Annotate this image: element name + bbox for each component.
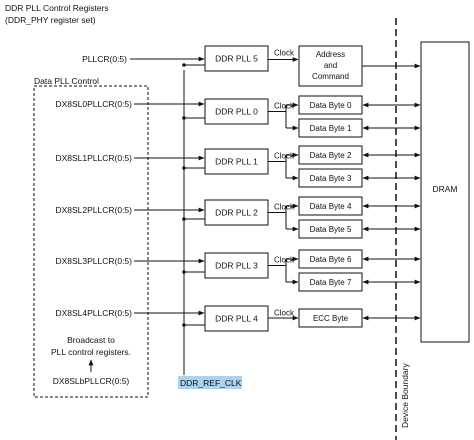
clock-label: Clock (274, 203, 295, 212)
clock-label: Clock (274, 152, 295, 161)
broadcast-text-1: Broadcast to (67, 335, 115, 345)
clock-label: Clock (274, 102, 295, 111)
data-byte-box (298, 196, 363, 216)
register-label-1: DX8SL1PLLCR(0:5) (55, 153, 132, 163)
pll-box (204, 199, 269, 226)
address-command-label: Address (316, 50, 345, 59)
pll-box (204, 148, 269, 175)
data-byte-box (298, 219, 363, 239)
address-command-label: Command (312, 72, 349, 81)
data-byte-label: Data Byte 4 (310, 202, 352, 211)
data-byte-label: Data Byte 6 (310, 255, 352, 264)
broadcast-text-2: PLL control registers. (51, 347, 131, 357)
pll-box (204, 45, 269, 72)
pllcr-label: PLLCR(0:5) (82, 54, 127, 64)
pll-row-2: DDR PLL 1 Clock Data Byte 2 Data Byte 3 (182, 145, 421, 188)
pll-name: DDR PLL 3 (215, 261, 258, 271)
data-byte-box (298, 145, 363, 165)
pll-name: DDR PLL 5 (215, 54, 258, 64)
clock-label: Clock (274, 309, 295, 318)
dram-label: DRAM (432, 184, 457, 194)
data-byte-box (298, 95, 363, 115)
register-labels: DX8SL0PLLCR(0:5) DX8SL1PLLCR(0:5) DX8SL2PL… (55, 99, 205, 318)
pll-row-3: DDR PLL 2 Clock Data Byte 4 Data Byte 5 (182, 196, 421, 239)
ref-clk-label: DDR_REF_CLK (180, 378, 242, 388)
pll-row-1: DDR PLL 0 Clock Data Byte 0 Data Byte 1 (182, 95, 421, 138)
header-subtitle: (DDR_PHY register set) (5, 15, 96, 25)
data-byte-label: Data Byte 7 (310, 278, 352, 287)
header-title: DDR PLL Control Registers (5, 3, 109, 13)
pll-box (204, 305, 269, 332)
data-pll-control-box (33, 85, 149, 398)
data-byte-box (298, 249, 363, 269)
data-byte-label: Data Byte 0 (310, 101, 352, 110)
pll-name: DDR PLL 4 (215, 314, 258, 324)
data-byte-box (298, 272, 363, 292)
broadcast-register: DX8SLbPLLCR(0:5) (53, 376, 130, 386)
clock-label: Clock (274, 256, 295, 265)
ecc-byte-label: ECC Byte (313, 314, 349, 323)
register-label-3: DX8SL3PLLCR(0:5) (55, 256, 132, 266)
ecc-byte-box (298, 308, 363, 328)
clock-label: Clock (274, 49, 295, 58)
data-pll-control-title: Data PLL Control (34, 76, 99, 86)
pll-box (204, 252, 269, 279)
dram-block (420, 41, 470, 343)
register-label-4: DX8SL4PLLCR(0:5) (55, 308, 132, 318)
ref-clk-highlight (178, 376, 242, 389)
pll-name: DDR PLL 0 (215, 107, 258, 117)
address-command-label: and (324, 61, 337, 70)
pll-name: DDR PLL 2 (215, 208, 258, 218)
register-label-2: DX8SL2PLLCR(0:5) (55, 205, 132, 215)
data-byte-label: Data Byte 1 (310, 124, 352, 133)
pll-box (204, 98, 269, 125)
device-boundary-label: Device Boundary (400, 363, 410, 428)
data-byte-box (298, 118, 363, 138)
register-label-0: DX8SL0PLLCR(0:5) (55, 99, 132, 109)
pll-name: DDR PLL 1 (215, 157, 258, 167)
data-byte-label: Data Byte 3 (310, 174, 352, 183)
pll-row-4: DDR PLL 3 Clock Data Byte 6 Data Byte 7 (182, 249, 421, 292)
data-byte-label: Data Byte 5 (310, 225, 352, 234)
data-byte-box (298, 168, 363, 188)
data-byte-label: Data Byte 2 (310, 151, 352, 160)
